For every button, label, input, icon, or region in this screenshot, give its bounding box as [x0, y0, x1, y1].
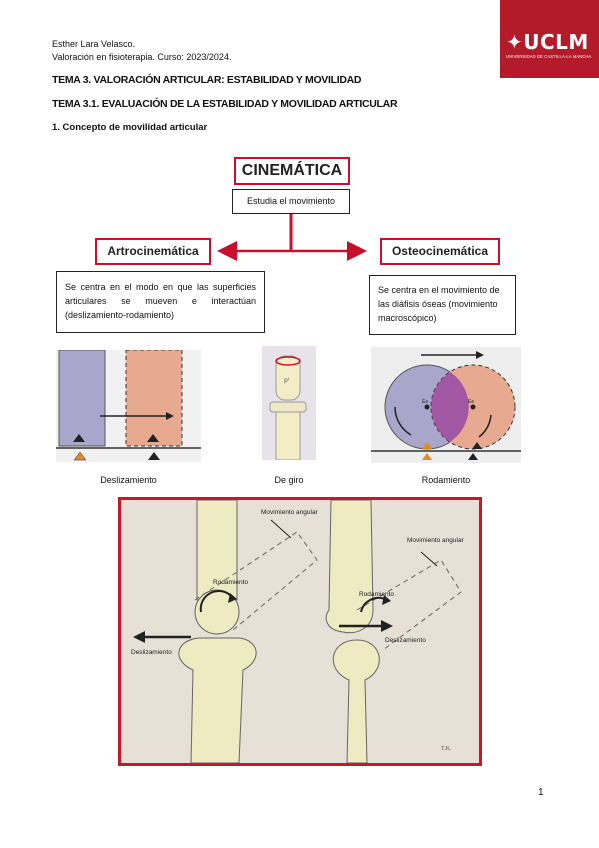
- rolling-marker-1: [422, 442, 432, 449]
- left-label-movimiento: Movimiento angular: [261, 509, 319, 516]
- right-lower-bone: [332, 639, 380, 763]
- page-number: 1: [538, 787, 544, 798]
- artrocinematica-label: Artrocinemática: [95, 238, 211, 265]
- rolling-curve-arrow-1: [394, 406, 412, 436]
- author-line: Esther Lara Velasco.: [52, 39, 136, 49]
- rolling-center-label-1: Ee: [422, 399, 428, 405]
- right-upper-bone: [325, 500, 374, 634]
- subtema-heading: TEMA 3.1. EVALUACIÓN DE LA ESTABILIDAD Y…: [52, 98, 398, 110]
- joint-figure-drawing: Movimiento angular Rodamiento Deslizamie…: [121, 500, 479, 763]
- left-label-deslizamiento: Deslizamiento: [131, 649, 172, 656]
- spin-image: pᵗ: [262, 346, 316, 460]
- right-label-rodamiento: Rodamiento: [359, 591, 394, 598]
- sliding-bone: [125, 350, 183, 447]
- logo-text: ✦UCLM: [506, 30, 589, 54]
- cinematica-title: CINEMÁTICA: [234, 157, 350, 185]
- right-moved-bone: [356, 559, 462, 651]
- tema-heading: TEMA 3. VALORACIÓN ARTICULAR: ESTABILIDA…: [52, 74, 362, 86]
- rolling-overlap: [431, 372, 469, 442]
- contact-marker-1: [73, 434, 85, 442]
- sliding-image: [56, 350, 201, 462]
- spin-label: pᵗ: [284, 377, 290, 384]
- rolling-image: Ee Ee: [371, 347, 521, 463]
- rolling-marker-4: [468, 453, 478, 460]
- caption-spin: De giro: [274, 475, 304, 485]
- uclm-logo: ✦UCLM UNIVERSIDAD DE CASTILLA-LA MANCHA: [500, 0, 599, 78]
- caption-rolling: Rodamiento: [421, 475, 471, 485]
- spin-rotation-arrow: [275, 356, 301, 366]
- left-upper-bone: [196, 500, 238, 601]
- left-condyle: [194, 589, 240, 635]
- course-line: Valoración en fisioterapia. Curso: 2023/…: [52, 52, 232, 62]
- spin-bone-bottom: [275, 411, 301, 460]
- rolling-marker-2: [472, 442, 482, 449]
- joint-figure: Movimiento angular Rodamiento Deslizamie…: [118, 497, 482, 766]
- surface-marker-1: [73, 451, 87, 461]
- logo-subtitle: UNIVERSIDAD DE CASTILLA-LA MANCHA: [506, 54, 592, 59]
- cinematica-subtitle: Estudia el movimiento: [232, 189, 350, 214]
- caption-sliding: Deslizamiento: [100, 475, 157, 485]
- rolling-curve-arrow-2: [478, 414, 492, 438]
- artrocinematica-desc: Se centra en el modo en que las superfic…: [56, 271, 265, 333]
- spin-bone-top: [275, 355, 301, 401]
- rolling-marker-3: [422, 453, 432, 460]
- section-heading: 1. Concepto de movilidad articular: [52, 122, 208, 133]
- figure-signature: T.K.: [441, 746, 452, 752]
- right-label-deslizamiento: Deslizamiento: [385, 637, 426, 644]
- surface-marker-2: [148, 452, 160, 460]
- osteocinematica-label: Osteocinemática: [380, 238, 500, 265]
- osteocinematica-desc: Se centra en el movimiento de las diáfis…: [369, 275, 516, 335]
- contact-marker-2: [147, 434, 159, 442]
- right-label-movimiento: Movimiento angular: [407, 537, 465, 544]
- rolling-center-label-2: Ee: [468, 399, 474, 405]
- left-moved-bone: [194, 531, 318, 631]
- left-label-rodamiento: Rodamiento: [213, 579, 248, 586]
- left-roll-arrow: [199, 590, 234, 613]
- sliding-bone-ghost: [58, 350, 106, 447]
- left-lower-bone: [178, 637, 257, 763]
